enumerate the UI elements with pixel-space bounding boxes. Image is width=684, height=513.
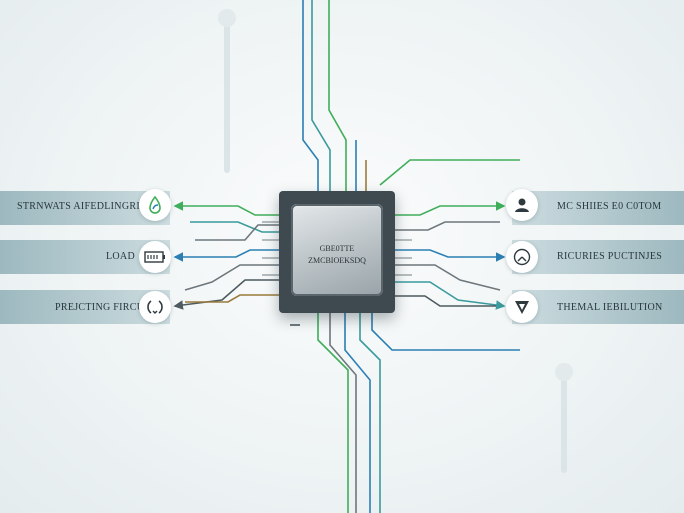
user-icon bbox=[506, 189, 538, 221]
chip-label-line-1: GBE0TTE bbox=[319, 244, 355, 253]
chip-label-line-2: ZMCBIOEKSDQ bbox=[308, 256, 366, 265]
tap-leaf-icon bbox=[139, 189, 171, 221]
left-label-2: LOAD bbox=[106, 251, 135, 262]
gauge-icon bbox=[506, 241, 538, 273]
right-band-3 bbox=[512, 290, 684, 324]
recycle-loop-icon bbox=[139, 291, 171, 323]
right-band-1 bbox=[512, 191, 684, 225]
right-label-1: MC SHIIES E0 C0TOM bbox=[557, 201, 662, 212]
battery-meter-icon bbox=[139, 241, 171, 273]
left-label-1: STRNWATS AIFEDLINGRIASTH bbox=[17, 201, 168, 212]
chip-face: GBE0TTE ZMCBIOEKSDQ bbox=[291, 204, 383, 296]
right-label-3: THEMAL IEBILUTION bbox=[557, 302, 663, 313]
right-band-2 bbox=[512, 240, 684, 274]
processor-chip: GBE0TTE ZMCBIOEKSDQ bbox=[279, 191, 395, 313]
right-label-2: RICURIES PUCTINJES bbox=[557, 251, 663, 262]
triangle-shield-icon bbox=[506, 291, 538, 323]
left-label-3: PREJCTING FIRCUNGES bbox=[55, 302, 172, 313]
